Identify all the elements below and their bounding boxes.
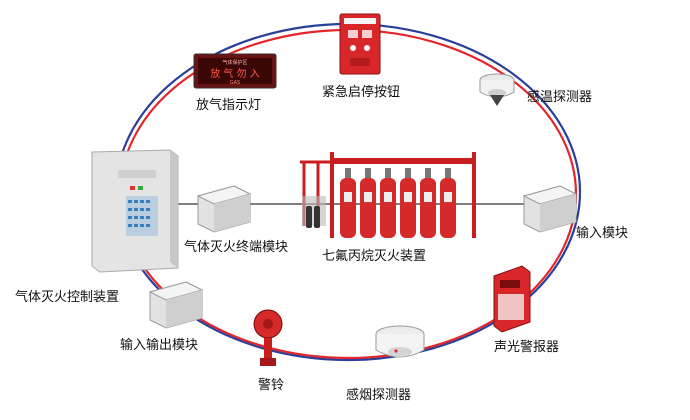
- control-panel: [91, 149, 179, 273]
- emergency-button-box: [339, 13, 381, 75]
- label-heat-detector: 感温探测器: [527, 90, 593, 105]
- label-hfc-device: 七氟丙烷灭火装置: [322, 249, 427, 264]
- sign-sub-text: GAS: [230, 80, 240, 86]
- io-module: [148, 281, 204, 329]
- audible-visual-alarm: [493, 265, 531, 333]
- label-io-module: 输入输出模块: [120, 338, 199, 353]
- terminal-module: [196, 185, 252, 233]
- input-module: [522, 185, 578, 233]
- label-control-panel: 气体灭火控制装置: [15, 290, 120, 305]
- label-emergency-button: 紧急启停按钮: [322, 85, 401, 100]
- label-terminal-module: 气体灭火终端模块: [184, 240, 289, 255]
- heat-detector: [479, 73, 515, 106]
- label-audible-visual-alarm: 声光警报器: [494, 340, 560, 355]
- sign-top-text: 气体保护区: [222, 59, 247, 66]
- hfc-suppression-system: [300, 152, 476, 238]
- release-indicator-sign: 气体保护区 放 气 勿 入 GAS: [193, 53, 277, 89]
- alarm-bell: [253, 309, 283, 366]
- label-smoke-detector: 感烟探测器: [346, 388, 412, 403]
- label-input-module: 输入模块: [576, 226, 629, 241]
- label-release-indicator: 放气指示灯: [196, 98, 262, 113]
- smoke-detector: [375, 325, 425, 358]
- sign-main-text: 放 气 勿 入: [210, 67, 260, 80]
- label-alarm-bell: 警铃: [258, 378, 285, 393]
